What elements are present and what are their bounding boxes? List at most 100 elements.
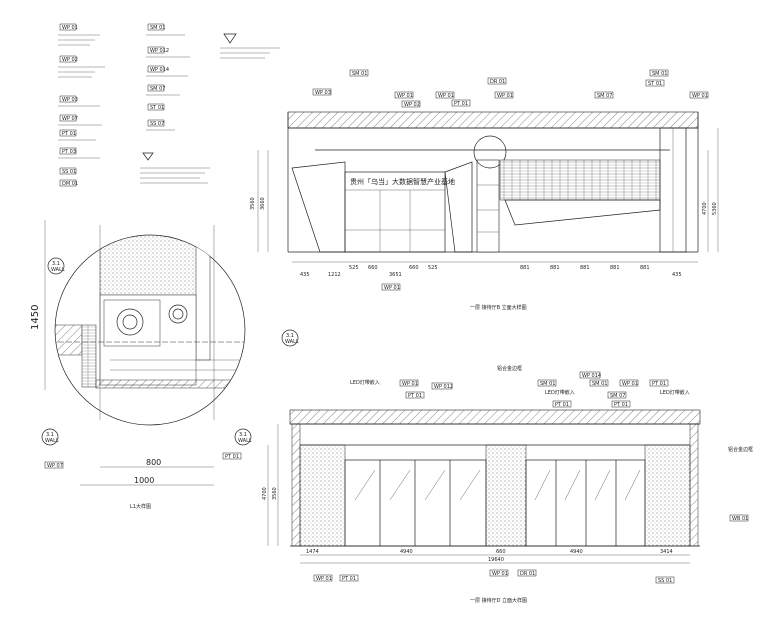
glass-doors-right (525, 459, 646, 547)
tag-pt01: PT 01 (342, 576, 356, 582)
elev1-tags: WP 03 SM 01 WP 01 WP 02 WP 01 PT 01 DR 0… (312, 69, 709, 291)
legend-tag-wp01: WP 01 (62, 25, 78, 31)
tag-wp01: WP 01 (497, 93, 513, 99)
elev1-dim: 660 (368, 265, 378, 271)
tag-sm01: SM 01 (540, 381, 555, 387)
dim-1000: 1000 (134, 476, 154, 485)
tag-pt01: PT 01 (555, 402, 569, 408)
elev2-dim: 3414 (660, 549, 673, 555)
elev2-total: 19640 (488, 557, 504, 563)
callout-frame: 铝合金边框 (728, 446, 753, 453)
elev2-dim: 4940 (570, 549, 583, 555)
legend-tag-sm07: SM 07 (150, 86, 165, 92)
tag-pt01: PT 01 (652, 381, 666, 387)
elev1-dim: 435 (300, 272, 310, 278)
tag-dr01: DR 01 (490, 79, 505, 85)
elev1-dim: 525 (349, 265, 359, 271)
detail-caption: L1大样图 (130, 503, 151, 510)
legend-tag-wp03: WP 03 (62, 97, 78, 103)
detail-l1: 1450 800 1000 L1大样图 3.1 WALL 3.1 WALL 3.… (30, 220, 299, 510)
elev1-height: 3660 (260, 197, 266, 210)
elev1-dim: 881 (640, 265, 650, 271)
section-marker-icon (223, 33, 237, 44)
elev1-height: 3560 (250, 197, 256, 210)
tag-wp01: WP 01 (402, 381, 418, 387)
callout-frame: 铝合金边框 (497, 365, 522, 372)
glass-doors-left (344, 459, 487, 547)
marker-sheet: WALL (285, 339, 299, 345)
tag-pt01: PT 01 (408, 393, 422, 399)
tag-wp03: WP 03 (315, 90, 331, 96)
callout-led: LED灯带嵌入 (350, 379, 380, 386)
elev1-dim: 525 (428, 265, 438, 271)
tag-pt01: PT 01 (614, 402, 628, 408)
elev2-height: 4700 (262, 487, 268, 500)
elev2-tags: LED灯带嵌入 WP 01 WP 012 PT 01 铝合金边框 SM 01 W… (313, 365, 753, 584)
tag-sm01: SM 01 (352, 71, 367, 77)
elev2-caption: 一层 接待厅D 立面大样图 (470, 597, 527, 604)
callout-led: LED灯带嵌入 (545, 389, 575, 396)
elev1-dim: 3651 (389, 272, 402, 278)
legend-tag-ss07: SS 07 (150, 121, 164, 127)
marker-sheet: WALL (51, 267, 65, 273)
tag-wp012: WP 012 (434, 384, 453, 390)
elev1-dim: 881 (520, 265, 530, 271)
elev1-dim: 881 (550, 265, 560, 271)
elev2-dim: 1474 (306, 549, 319, 555)
elev1-dim: 660 (409, 265, 419, 271)
tag-wp01: WP 01 (397, 93, 413, 99)
legend-tag-ss01: SS 01 (62, 169, 76, 175)
tag-dr01: DR 01 (520, 571, 535, 577)
tag-sm07: SM 07 (610, 393, 625, 399)
legend-tag-pt01: PT 01 (62, 131, 76, 137)
dim-800: 800 (146, 458, 161, 467)
elev1-dim: 1212 (328, 272, 341, 278)
dim-1450: 1450 (30, 305, 41, 330)
tag-wp02: WP 02 (404, 102, 420, 108)
marker-number: 3.1 (286, 333, 294, 339)
marker-sheet: WALL (238, 438, 252, 444)
callout-led: LED灯带嵌入 (660, 389, 690, 396)
tag-pt01: PT 01 (454, 101, 468, 107)
legend-tag-wp014: WP 014 (150, 67, 169, 73)
legend-tag-wp012: WP 012 (150, 48, 169, 54)
tag-wp01: WP 01 (622, 381, 638, 387)
tag-sm01: SM 01 (592, 381, 607, 387)
tag-sm07: SM 07 (597, 93, 612, 99)
elev1-dim: 881 (610, 265, 620, 271)
elev1-dim: 881 (580, 265, 590, 271)
tag-wp01: WP 01 (384, 285, 400, 291)
legend-tag-wp02: WP 02 (62, 57, 78, 63)
tag-ss01: SS 01 (658, 578, 672, 584)
tag-wp01: WP 01 (316, 576, 332, 582)
elev1-height: 5360 (712, 202, 718, 215)
tag-sm01: SM 01 (652, 71, 667, 77)
marker-number: 3.1 (46, 432, 54, 438)
legend-tag-st01: ST 01 (150, 105, 164, 111)
elev2-dim: 4940 (400, 549, 413, 555)
elev2-dim: 660 (496, 549, 506, 555)
legend-tag-dm01: DM 01 (62, 181, 78, 187)
elev2-height: 3560 (272, 487, 278, 500)
elevation-2: 1474 4940 660 4940 3414 19640 4700 3560 … (262, 365, 753, 604)
elev1-dim: 435 (672, 272, 682, 278)
elev1-caption: 一层 接待厅B 立面大样图 (470, 304, 527, 311)
tag-pt01: PT 01 (225, 454, 239, 460)
elev1-height: 4700 (702, 202, 708, 215)
tag-wp014: WP 014 (582, 373, 601, 379)
tag-wp01: WP 01 (492, 571, 508, 577)
elevation-1: 贵州「乌当」大数据智慧产业基地 435 1212 525 660 3651 66… (250, 69, 719, 311)
marker-number: 3.1 (239, 432, 247, 438)
section-marker-icon (142, 152, 154, 161)
marker-sheet: WALL (45, 438, 59, 444)
legend-tag-sm01: SM 01 (150, 25, 165, 31)
reception-sign: 贵州「乌当」大数据智慧产业基地 (350, 177, 455, 186)
tag-wp01: WP 01 (692, 93, 708, 99)
legend-tag-pt03: PT 03 (62, 149, 76, 155)
tag-wb01: WB 01 (732, 516, 748, 522)
legend-tag-wp07: WP 07 (62, 116, 78, 122)
tag-wp07: WP 07 (47, 463, 63, 469)
tag-wp01: WP 01 (438, 93, 454, 99)
tag-st01: ST 01 (648, 81, 662, 87)
